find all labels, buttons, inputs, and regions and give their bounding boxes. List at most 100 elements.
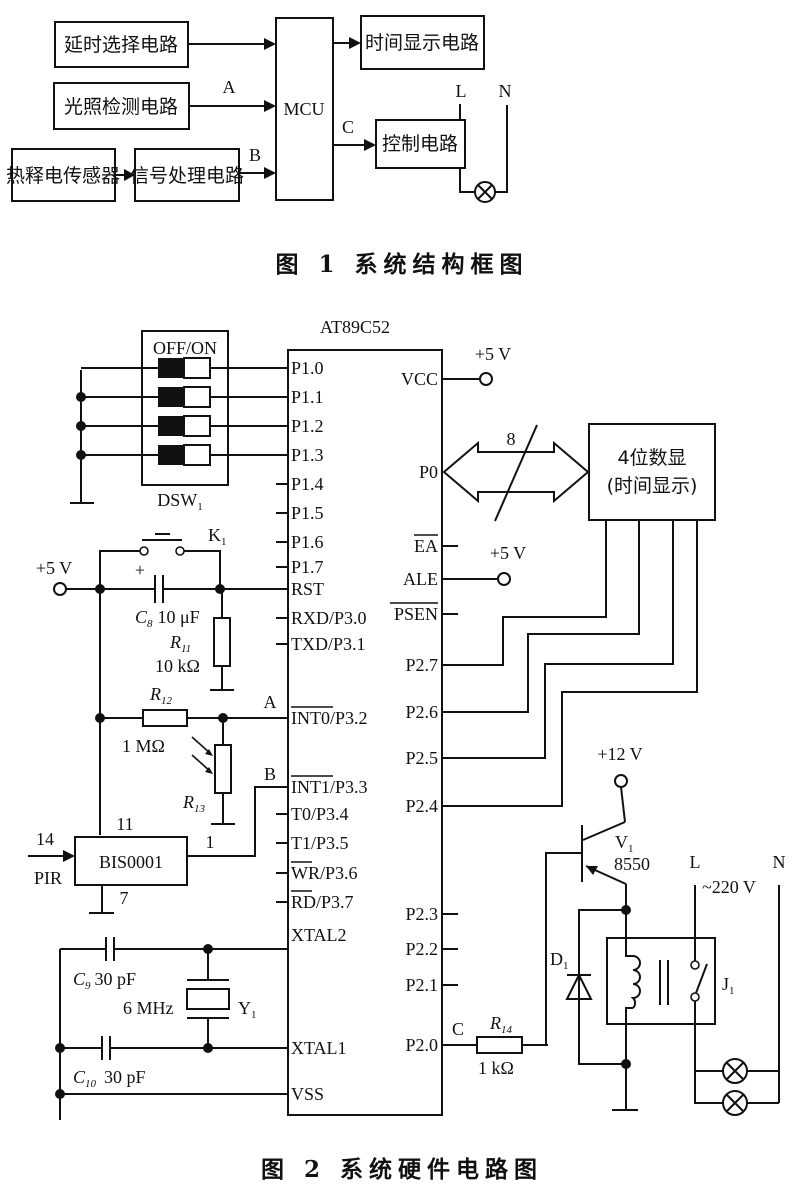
bus-width-label: 8 [507,429,516,449]
svg-text:MCU: MCU [283,99,324,119]
lamp-icon [722,1058,748,1084]
reset-supply-terminal-icon [53,582,67,596]
svg-text:1 kΩ: 1 kΩ [478,1058,514,1078]
svg-text:R12: R12 [149,684,173,707]
photoresistor-r13: R13 [182,718,235,825]
mcu-pin-label: P2.7 [405,655,438,675]
mcu-pin-label: P1.4 [291,474,324,494]
svg-text:时间显示电路: 时间显示电路 [365,32,479,54]
block-delay-select: 延时选择电路 [54,21,189,68]
relay-j1: J1 [606,910,735,1064]
mcu-pin-label: P1.3 [291,445,324,465]
dip-lever-on [183,386,211,408]
figure2-caption: 图 2 系统硬件电路图 [261,1156,543,1183]
svg-text:J1: J1 [722,974,735,997]
arrow-light-to-mcu [189,100,276,112]
mcu-pin-label: EA [414,536,438,556]
svg-text:R11: R11 [169,632,191,655]
svg-text:D1: D1 [550,949,569,972]
dip-switch-label: DSW1 [157,490,203,513]
svg-text:V1: V1 [615,832,634,855]
svg-text:光照检测电路: 光照检测电路 [64,96,178,118]
svg-text:信号处理电路: 信号处理电路 [130,165,244,187]
svg-text:7: 7 [120,888,129,908]
vcc-supply-label: +5 V [475,344,511,364]
net-label-c: C [452,1019,464,1039]
reset-supply-label: +5 V [36,558,72,578]
wire-p27-display [442,520,607,666]
mcu-chip [287,349,443,1116]
svg-text:OFF/ON: OFF/ON [153,338,217,358]
mcu-pin-label: INT0/P3.2 [291,708,368,728]
mcu-name: AT89C52 [320,317,390,337]
mcu-pin-label: P2.3 [405,904,438,924]
mcu-pin-label: P2.6 [405,702,438,722]
supply-12v-terminal-icon [614,774,628,788]
ale-terminal-icon [497,572,511,586]
svg-text:R14: R14 [489,1013,513,1036]
signal-label-a: A [223,77,236,97]
svg-text:延时选择电路: 延时选择电路 [64,34,178,56]
svg-text:1: 1 [206,832,215,852]
svg-text:R13: R13 [182,792,206,815]
svg-text:BIS0001: BIS0001 [99,852,163,872]
dip-lever-on [183,415,211,437]
mcu-pin-label: P1.1 [291,387,324,407]
arrow-delay-to-mcu [189,38,276,50]
svg-text:+: + [135,560,145,580]
mcu-pin-label: T0/P3.4 [291,804,349,824]
mcu-pin-label: RXD/P3.0 [291,608,367,628]
mcu-pin-label: RST [291,579,324,599]
dip-lever-off [158,416,184,436]
svg-text:PIR: PIR [34,868,62,888]
svg-text:6 MHz: 6 MHz [123,998,174,1018]
block-pyro-sensor: 热释电传感器 [6,148,120,202]
block-time-display: 时间显示电路 [360,15,485,70]
lamp-icon [474,181,496,203]
dip-lever-off [158,358,184,378]
dip-switch: OFF/ON DSW1 [70,330,288,513]
mains-neutral-label: N [773,852,786,872]
dip-lever-on [183,444,211,466]
vcc-terminal-icon [479,372,493,386]
dip-lever-off [158,445,184,465]
mcu-pin-label: WR/P3.6 [291,863,358,883]
figure1-caption: 图 1 系统结构框图 [275,251,528,278]
mcu-pin-label: ALE [403,569,438,589]
mcu-pin-label: INT1/P3.3 [291,777,368,797]
wire-p26-display [442,520,640,713]
arrow-mcu-to-display [333,37,361,49]
svg-text:Y1: Y1 [238,998,257,1021]
wire-p24-display [442,520,698,807]
block-control: 控制电路 [375,119,466,169]
pir-input-arrow-icon [63,850,75,862]
signal-label-b: B [249,145,261,165]
signal-label-c: C [342,117,354,137]
mcu-pin-label: P1.5 [291,503,324,523]
mcu-pin-label: P0 [419,462,438,482]
mcu-pin-label: VSS [291,1084,324,1104]
svg-text:4位数显: 4位数显 [617,447,686,469]
wire-neutral [495,105,508,193]
resistor-r11: R11 10 kΩ [155,589,234,691]
svg-text:14: 14 [36,829,54,849]
svg-text:8550: 8550 [614,854,650,874]
arrow-signal-to-mcu [239,167,276,179]
mcu-pin-label: XTAL2 [291,925,347,945]
mains-load: L N ~220 V [690,852,786,1116]
figure2-circuit: AT89C52 P1.0P1.1P1.2P1.3P1.4P1.5P1.6P1.7… [28,317,786,1120]
mains-live-label: L [690,852,701,872]
svg-text:K1: K1 [208,525,227,548]
svg-text:(时间显示): (时间显示) [607,475,698,497]
mcu-pin-label: P1.6 [291,532,324,552]
mcu-pin-label: P2.4 [405,796,438,816]
resistor-r12: R12 1 MΩ [100,684,288,756]
mcu-left-pins: P1.0P1.1P1.2P1.3P1.4P1.5P1.6P1.7RSTRXD/P… [276,358,368,1104]
label-neutral: N [499,81,512,101]
arrow-sensor-to-signal [115,169,135,181]
mcu-pin-label: P1.2 [291,416,324,436]
svg-text:11: 11 [116,814,133,834]
